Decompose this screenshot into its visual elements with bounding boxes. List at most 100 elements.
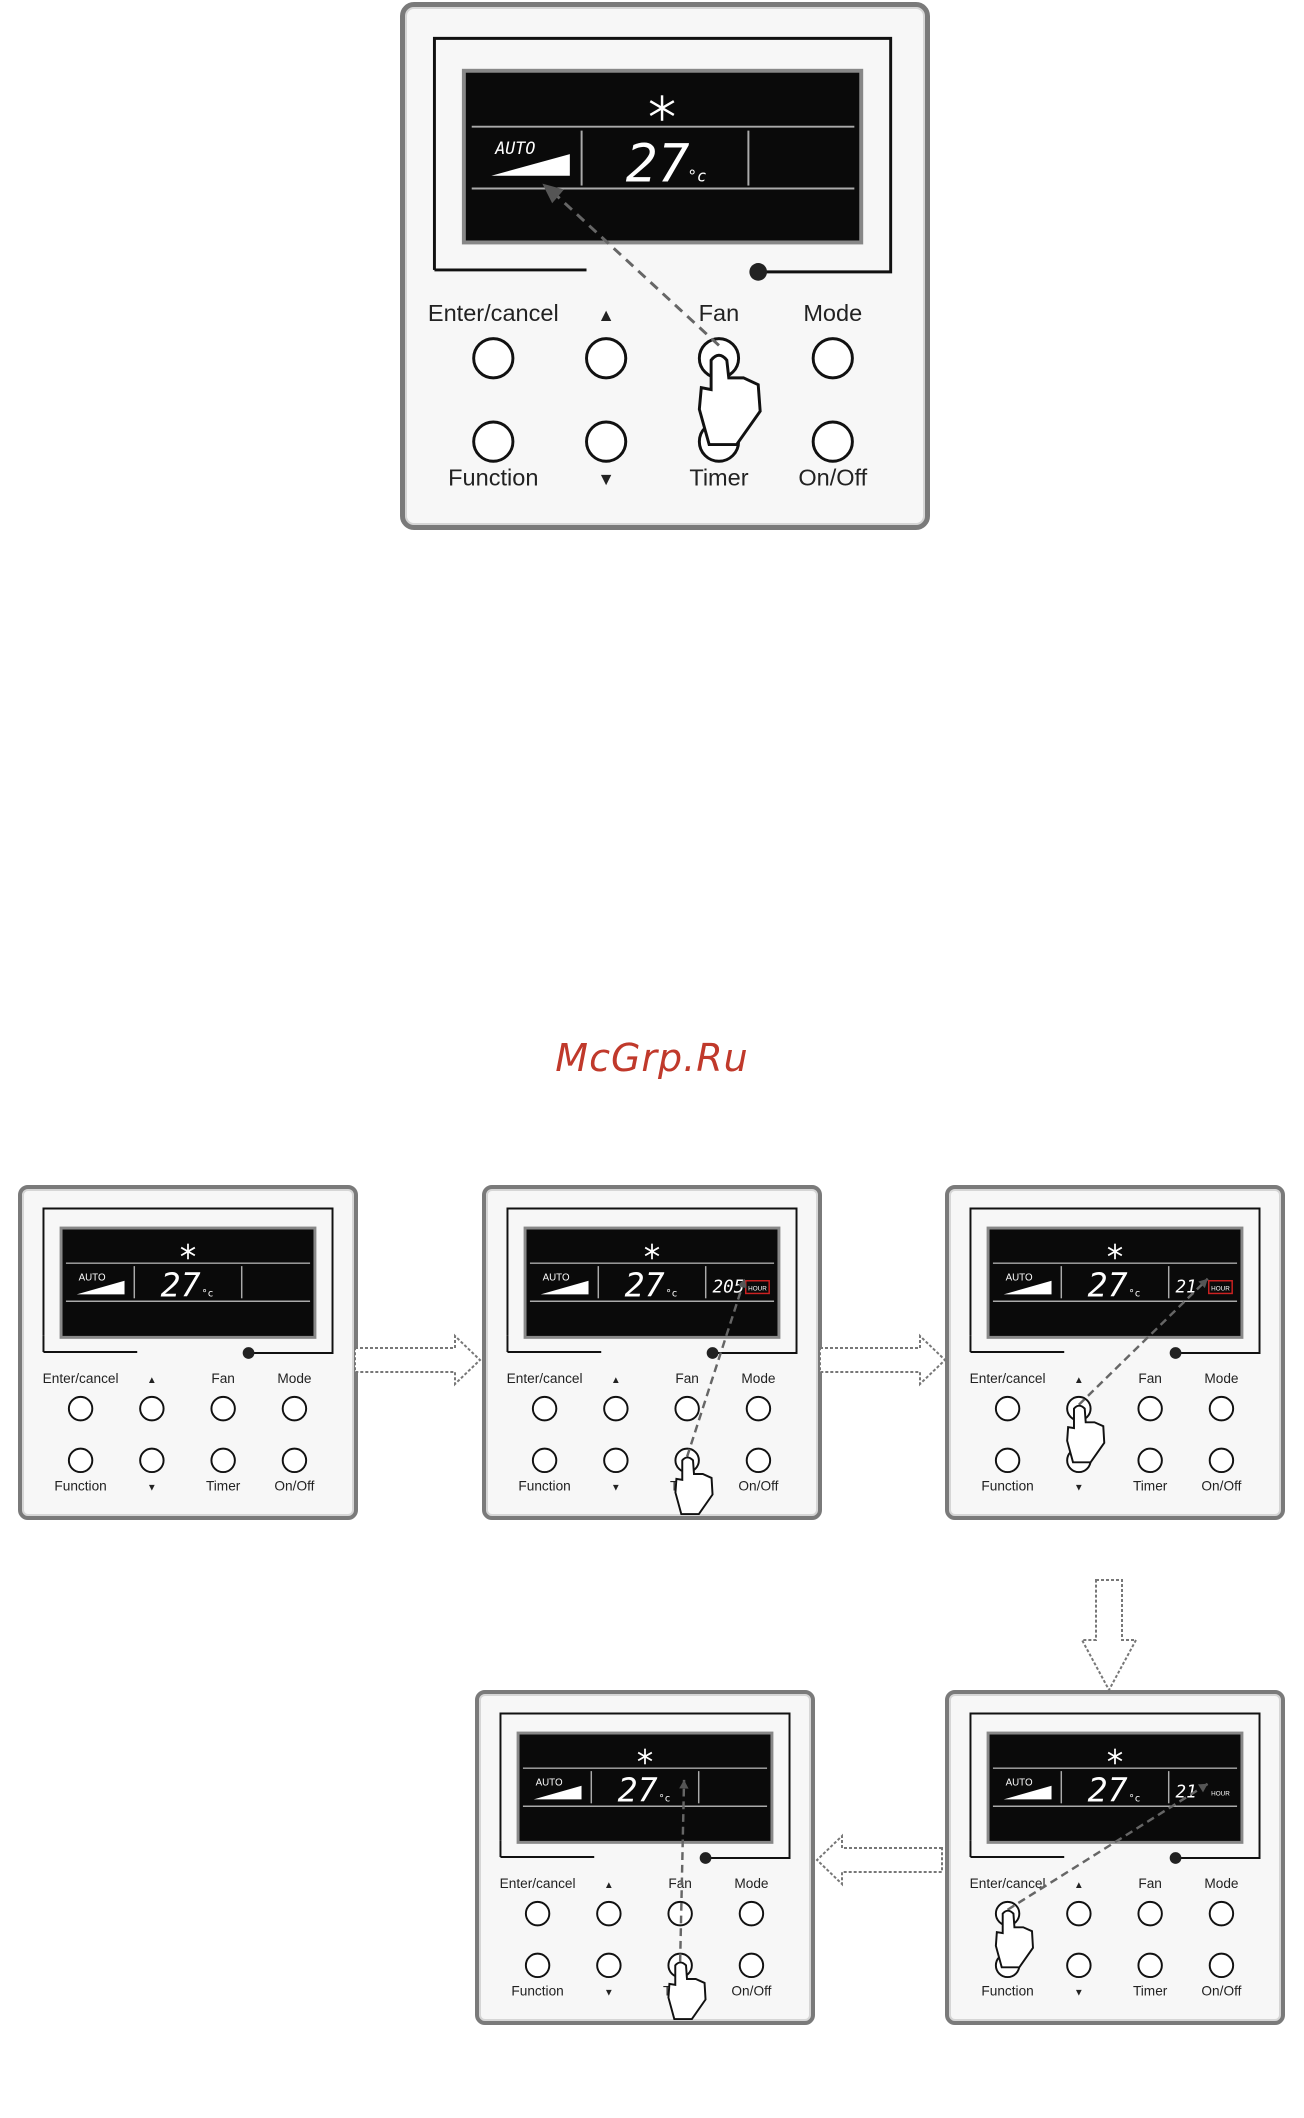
fan-label: Fan (1138, 1876, 1162, 1891)
timer-button[interactable] (1137, 1447, 1163, 1474)
fan-button[interactable] (210, 1395, 236, 1422)
timer-display: 205 (713, 1277, 745, 1297)
snowflake-icon (1107, 1748, 1123, 1765)
mode-button[interactable] (811, 337, 854, 380)
mode-button[interactable] (281, 1395, 308, 1422)
fan-button[interactable] (1137, 1395, 1163, 1422)
on-off-label: On/Off (738, 1479, 778, 1494)
on-off-button[interactable] (1208, 1952, 1235, 1979)
fan-label: Fan (211, 1371, 235, 1386)
enter-cancel-button[interactable] (531, 1395, 558, 1422)
function-button[interactable] (524, 1952, 551, 1979)
up-button[interactable] (596, 1900, 622, 1927)
function-label: Function (518, 1479, 570, 1494)
up-label: ▲ (147, 1375, 157, 1386)
mode-button[interactable] (738, 1900, 765, 1927)
fan-button[interactable] (1137, 1900, 1163, 1927)
up-label: ▲ (1074, 1880, 1084, 1891)
fan-button[interactable] (674, 1395, 700, 1422)
on-off-label: On/Off (731, 1984, 771, 1999)
up-button[interactable] (139, 1395, 165, 1422)
fan-label: Fan (675, 1371, 699, 1386)
pointing-hand-icon (667, 1961, 707, 2021)
down-label: ▼ (611, 1483, 621, 1494)
hour-badge: HOUR (1211, 1286, 1230, 1293)
mode-button[interactable] (1208, 1900, 1235, 1927)
enter-cancel-button[interactable] (994, 1395, 1021, 1422)
pointing-hand-icon (697, 353, 762, 447)
timer-label: Timer (689, 465, 748, 491)
on-off-label: On/Off (798, 465, 867, 491)
fan-mode-label: AUTO (536, 1778, 563, 1789)
temperature-display: 27 (618, 1770, 658, 1809)
down-label: ▼ (604, 1988, 614, 1999)
timer-button[interactable] (1137, 1952, 1163, 1979)
temperature-unit: °c (1129, 1793, 1141, 1804)
on-off-button[interactable] (811, 420, 854, 463)
indicator-led (1169, 1852, 1182, 1864)
enter-cancel-label: Enter/cancel (507, 1371, 583, 1386)
indicator-led (1169, 1347, 1182, 1359)
mode-label: Mode (803, 300, 862, 326)
timer-button[interactable] (210, 1447, 236, 1474)
down-button[interactable] (139, 1447, 165, 1474)
function-label: Function (981, 1984, 1033, 1999)
down-button[interactable] (585, 420, 628, 463)
function-label: Function (448, 465, 538, 491)
flow-arrow-down (1080, 1579, 1138, 1693)
timer-display: 21 (1176, 1782, 1197, 1802)
lcd-screen (59, 1226, 317, 1339)
down-button[interactable] (596, 1952, 622, 1979)
up-label: ▲ (604, 1880, 614, 1891)
fan-mode-label: AUTO (1006, 1273, 1033, 1284)
down-button[interactable] (603, 1447, 629, 1474)
temperature-display: 27 (161, 1265, 201, 1304)
temperature-unit: °c (659, 1793, 671, 1804)
up-label: ▲ (611, 1375, 621, 1386)
mode-button[interactable] (1208, 1395, 1235, 1422)
on-off-label: On/Off (1201, 1984, 1241, 1999)
function-label: Function (511, 1984, 563, 1999)
fan-label: Fan (699, 300, 740, 326)
remote-panel-top: AUTO 27 °c Enter/cancel ▲ Fan Mode Funct… (400, 2, 930, 530)
enter-cancel-button[interactable] (67, 1395, 94, 1422)
on-off-button[interactable] (738, 1952, 765, 1979)
up-button[interactable] (603, 1395, 629, 1422)
function-button[interactable] (67, 1447, 94, 1474)
fan-mode-label: AUTO (543, 1273, 570, 1284)
enter-cancel-label: Enter/cancel (428, 300, 559, 326)
function-button[interactable] (472, 420, 515, 463)
flow-arrow-right-2 (819, 1333, 947, 1387)
pointing-hand-icon (994, 1909, 1034, 1969)
fan-label: Fan (1138, 1371, 1162, 1386)
mode-label: Mode (1204, 1371, 1238, 1386)
indicator-led (749, 263, 768, 281)
mode-label: Mode (277, 1371, 311, 1386)
up-button[interactable] (585, 337, 628, 380)
up-label: ▲ (597, 305, 614, 325)
mode-label: Mode (741, 1371, 775, 1386)
on-off-button[interactable] (1208, 1447, 1235, 1474)
on-off-button[interactable] (745, 1447, 772, 1474)
enter-cancel-button[interactable] (472, 337, 515, 380)
temperature-display: 27 (626, 134, 690, 195)
pointing-hand-icon (1066, 1404, 1106, 1464)
indicator-led (706, 1347, 719, 1359)
enter-cancel-label: Enter/cancel (500, 1876, 576, 1891)
up-label: ▲ (1074, 1375, 1084, 1386)
watermark: McGrp.Ru (555, 1036, 749, 1080)
mode-button[interactable] (745, 1395, 772, 1422)
function-button[interactable] (531, 1447, 558, 1474)
on-off-button[interactable] (281, 1447, 308, 1474)
fan-mode-label: AUTO (1006, 1778, 1033, 1789)
timer-label: Timer (1133, 1984, 1168, 1999)
up-button[interactable] (1066, 1900, 1092, 1927)
function-button[interactable] (994, 1447, 1021, 1474)
down-label: ▼ (1074, 1988, 1084, 1999)
fan-button[interactable] (667, 1900, 693, 1927)
down-button[interactable] (1066, 1952, 1092, 1979)
enter-cancel-button[interactable] (524, 1900, 551, 1927)
temperature-unit: °c (666, 1288, 678, 1299)
temperature-display: 27 (1088, 1265, 1128, 1304)
